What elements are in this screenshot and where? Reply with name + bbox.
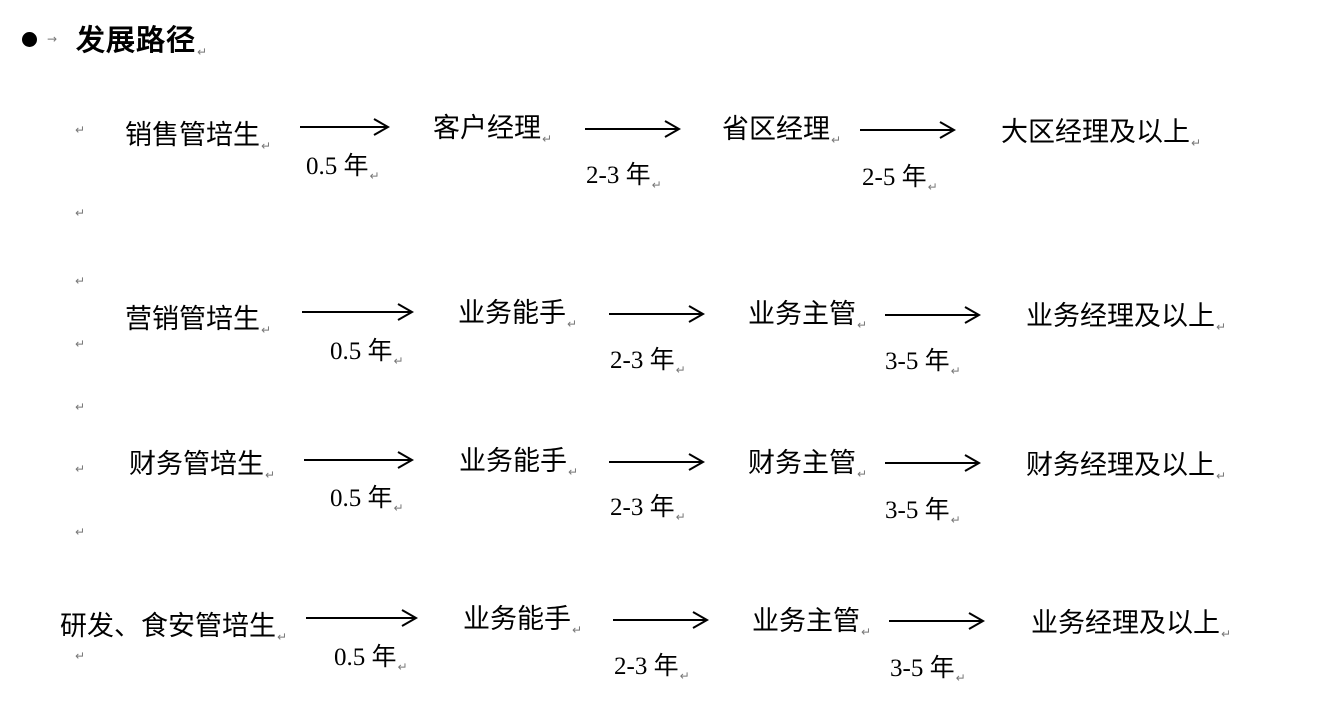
path-2-role-1: 营销管培生↵ — [125, 304, 272, 337]
arrow-icon — [889, 612, 986, 630]
paragraph-mark-icon: ↵ — [197, 45, 209, 59]
path-4-role-1: 研发、食安管培生↵ — [60, 611, 288, 644]
arrow-icon — [304, 451, 415, 469]
path-1-role-4: 大区经理及以上↵ — [1001, 117, 1202, 150]
path-3-duration-2: 2-3 年↵ — [610, 494, 686, 524]
path-4-role-4: 业务经理及以上↵ — [1031, 608, 1232, 641]
path-1-role-3: 省区经理↵ — [722, 114, 842, 147]
paragraph-mark-icon: ↵ — [75, 337, 86, 351]
arrow-icon — [613, 611, 710, 629]
path-4-duration-3: 3-5 年↵ — [890, 655, 966, 685]
path-3-duration-3: 3-5 年↵ — [885, 497, 961, 527]
path-1-duration-3: 2-5 年↵ — [862, 164, 938, 194]
paragraph-mark-icon: ↵ — [75, 462, 86, 476]
path-1-duration-2: 2-3 年↵ — [586, 162, 662, 192]
paragraph-mark-icon: ↵ — [75, 274, 86, 288]
tab-arrow-icon: → — [47, 32, 58, 46]
path-1-role-2: 客户经理↵ — [433, 113, 553, 146]
path-2-duration-3: 3-5 年↵ — [885, 348, 961, 378]
section-heading: 发展路径↵ — [76, 23, 209, 59]
paragraph-mark-icon: ↵ — [75, 525, 86, 539]
path-4-duration-2: 2-3 年↵ — [614, 653, 690, 683]
bullet-icon — [22, 32, 37, 47]
path-3-duration-1: 0.5 年↵ — [330, 485, 404, 515]
arrow-icon — [609, 453, 706, 471]
path-1-role-1: 销售管培生↵ — [125, 120, 272, 153]
path-2-role-4: 业务经理及以上↵ — [1026, 301, 1227, 334]
arrow-icon — [585, 120, 682, 138]
path-4-role-2: 业务能手↵ — [463, 604, 583, 637]
path-4-role-3: 业务主管↵ — [752, 606, 872, 639]
path-4-duration-1: 0.5 年↵ — [334, 644, 408, 674]
paragraph-mark-icon: ↵ — [75, 123, 86, 137]
path-2-duration-1: 0.5 年↵ — [330, 338, 404, 368]
arrow-icon — [885, 306, 982, 324]
path-2-duration-2: 2-3 年↵ — [610, 347, 686, 377]
arrow-icon — [885, 454, 982, 472]
arrow-icon — [302, 303, 415, 321]
path-3-role-2: 业务能手↵ — [459, 446, 579, 479]
path-2-role-3: 业务主管↵ — [748, 299, 868, 332]
paragraph-mark-icon: ↵ — [75, 206, 86, 220]
arrow-icon — [609, 305, 706, 323]
paragraph-mark-icon: ↵ — [75, 649, 86, 663]
path-3-role-3: 财务主管↵ — [748, 448, 868, 481]
paragraph-mark-icon: ↵ — [75, 400, 86, 414]
arrow-icon — [860, 121, 957, 139]
path-3-role-1: 财务管培生↵ — [129, 449, 276, 482]
arrow-icon — [300, 118, 391, 136]
path-3-role-4: 财务经理及以上↵ — [1026, 450, 1227, 483]
section-title: 发展路径 — [76, 23, 197, 57]
path-2-role-2: 业务能手↵ — [458, 298, 578, 331]
path-1-duration-1: 0.5 年↵ — [306, 153, 380, 183]
arrow-icon — [306, 609, 419, 627]
